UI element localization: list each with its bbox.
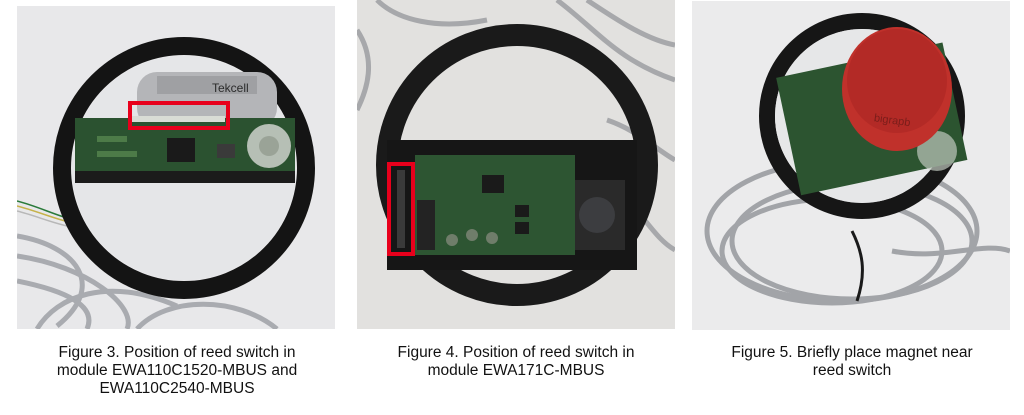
chip <box>482 175 504 193</box>
figure-5-caption: Figure 5. Briefly place magnet near reed… <box>731 344 973 379</box>
figure-5-image: bigrapb <box>692 1 1010 330</box>
reed-switch <box>131 116 225 122</box>
figure-3-caption: Figure 3. Position of reed switch in mod… <box>56 344 298 397</box>
magnet-label: bigrapb <box>873 112 911 129</box>
reed-switch <box>397 170 405 248</box>
ring-housing <box>53 37 315 299</box>
figure-3-photo: Tekcell <box>17 6 335 329</box>
figure-4-image <box>357 0 675 329</box>
reed-switch-highlight <box>128 101 230 130</box>
cable <box>17 233 279 329</box>
figure-4-caption: Figure 4. Position of reed switch in mod… <box>397 344 635 379</box>
reed-switch-highlight <box>387 162 415 256</box>
figure-4-photo <box>357 0 675 329</box>
figure-3-image: Tekcell <box>17 6 335 329</box>
chip <box>167 138 195 162</box>
battery-label: Tekcell <box>212 81 249 95</box>
figure-5-photo: bigrapb <box>692 1 1010 330</box>
